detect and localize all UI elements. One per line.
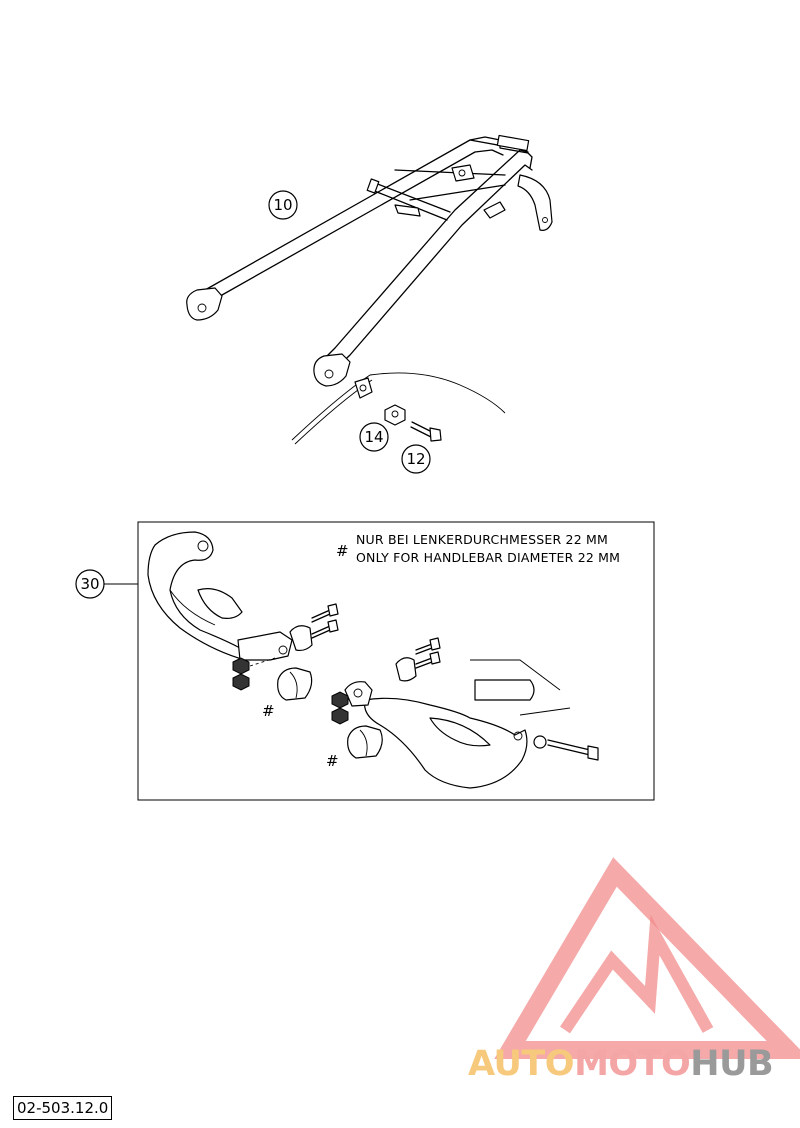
svg-text:ONLY FOR HANDLEBAR DIAMETER 22: ONLY FOR HANDLEBAR DIAMETER 22 MM	[356, 550, 620, 565]
left-handguard	[147, 531, 293, 661]
handguard-kit-frame	[104, 521, 655, 801]
watermark-logo-icon	[494, 857, 800, 1059]
svg-text:14: 14	[364, 428, 383, 446]
drawing-code-label: 02-503.12.0	[13, 1096, 113, 1120]
marker-hash-left: #	[262, 702, 275, 720]
end-bolt	[533, 735, 599, 761]
bolt-part	[410, 421, 442, 442]
left-clamp	[289, 603, 339, 652]
luggage-rack	[186, 134, 553, 387]
svg-text:#: #	[336, 542, 349, 560]
svg-text:NUR BEI LENKERDURCHMESSER 22 M: NUR BEI LENKERDURCHMESSER 22 MM	[356, 532, 608, 547]
right-clamp	[395, 637, 441, 682]
svg-text:12: 12	[406, 450, 425, 468]
handlebar-end	[470, 659, 571, 716]
right-adapter	[347, 725, 383, 759]
svg-text:10: 10	[273, 196, 292, 214]
callout-10: 10	[268, 190, 298, 220]
fender-outline	[291, 372, 506, 445]
note-block: # NUR BEI LENKERDURCHMESSER 22 MM ONLY F…	[336, 532, 620, 565]
callout-14: 14	[359, 422, 389, 452]
svg-text:30: 30	[80, 575, 99, 593]
callout-30: 30	[75, 569, 105, 599]
marker-hash-right: #	[326, 752, 339, 770]
left-nuts	[232, 657, 276, 691]
nut-part	[384, 404, 406, 426]
right-nuts	[331, 691, 349, 725]
callout-12: 12	[401, 444, 431, 474]
right-handguard	[344, 681, 528, 789]
left-adapter	[277, 667, 313, 701]
watermark-logo-text: AUTOMOTOHUB	[468, 1044, 774, 1084]
